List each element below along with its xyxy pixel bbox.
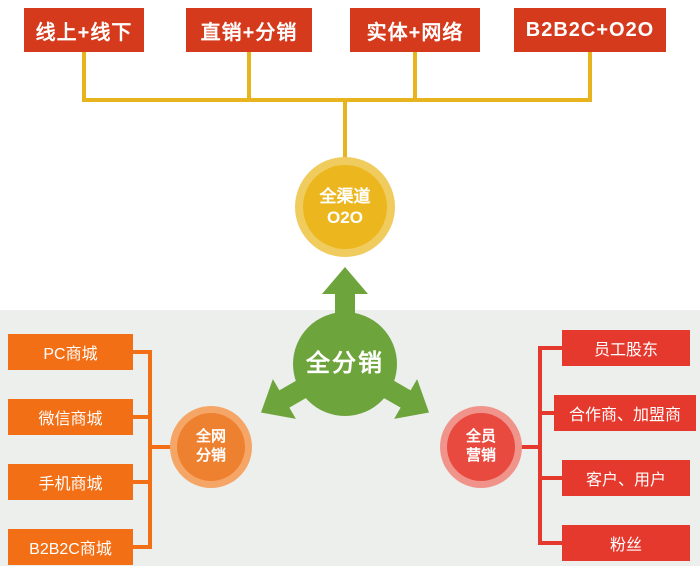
all-staff-marketing-line2: 营销 xyxy=(465,447,496,464)
network-distribution-line1: 全网 xyxy=(195,428,226,446)
right-box-label: 合作商、加盟商 xyxy=(568,407,681,424)
branch-box-label: 直销+分销 xyxy=(200,21,298,44)
left-box-label: 微信商城 xyxy=(38,411,103,428)
network-distribution-circle xyxy=(170,406,252,488)
right-box-label: 员工股东 xyxy=(593,342,658,359)
right-box-label: 粉丝 xyxy=(609,537,642,554)
full-distribution-node: 全分销 xyxy=(285,314,405,414)
left-box-label: 手机商城 xyxy=(38,476,103,493)
list-item-wechat-mall: 微信商城 xyxy=(8,399,133,435)
right-connector-lines xyxy=(512,346,562,545)
omni-channel-line1: 全渠道 xyxy=(319,186,371,206)
list-item-mobile-mall: 手机商城 xyxy=(8,464,133,500)
list-item-employee-shareholders: 员工股东 xyxy=(562,330,690,366)
list-item-b2b2c-mall: B2B2C商城 xyxy=(8,529,133,565)
branch-box-online-offline: 线上+线下 xyxy=(24,8,144,52)
full-distribution-circle xyxy=(293,312,397,416)
full-distribution-label: 全分销 xyxy=(306,350,384,377)
left-box-label: PC商城 xyxy=(43,346,98,363)
tri-arrow-hub xyxy=(260,267,430,419)
branch-box-physical-network: 实体+网络 xyxy=(350,8,480,52)
branch-box-label: 实体+网络 xyxy=(366,21,464,44)
list-item-fans: 粉丝 xyxy=(562,525,690,561)
omni-channel-circle xyxy=(295,157,395,257)
network-distribution-line2: 分销 xyxy=(195,447,226,464)
all-staff-marketing-circle xyxy=(440,406,522,488)
list-item-pc-mall: PC商城 xyxy=(8,334,133,370)
left-box-label: B2B2C商城 xyxy=(29,541,112,558)
left-connector-lines xyxy=(133,350,180,549)
branch-box-label: B2B2C+O2O xyxy=(525,18,655,41)
list-item-customers-users: 客户、用户 xyxy=(562,460,690,496)
right-box-label: 客户、用户 xyxy=(585,472,666,489)
all-staff-marketing-node: 全员 营销 xyxy=(441,407,521,487)
omni-channel-node: 全渠道 O2O xyxy=(295,157,395,257)
network-distribution-node: 全网 分销 xyxy=(171,407,251,487)
branch-box-b2b2c-o2o: B2B2C+O2O xyxy=(514,8,666,52)
list-item-partners-franchisees: 合作商、加盟商 xyxy=(554,395,696,431)
omni-channel-line2: O2O xyxy=(327,208,363,227)
all-staff-marketing-line1: 全员 xyxy=(465,428,496,446)
branch-box-label: 线上+线下 xyxy=(35,21,133,44)
branch-box-direct-distribution: 直销+分销 xyxy=(186,8,312,52)
top-connector-lines xyxy=(82,52,592,160)
